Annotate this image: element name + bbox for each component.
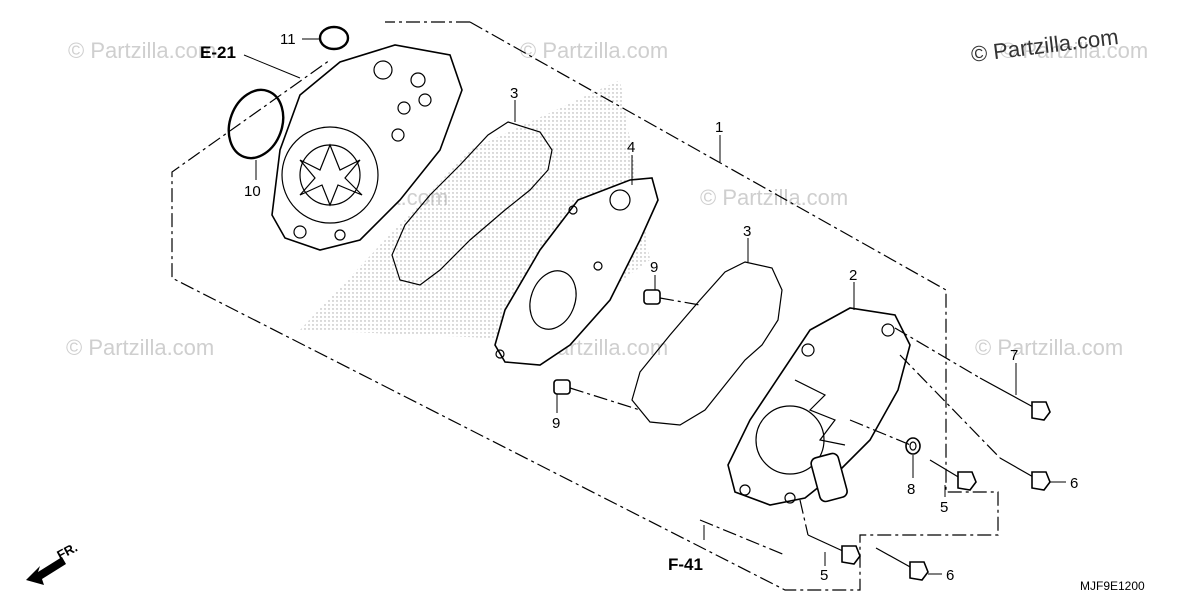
alignment-line <box>569 387 641 411</box>
gasket-3-lower <box>631 261 783 426</box>
front-arrow-icon: FR. <box>26 540 80 585</box>
callout-6-upper: 6 <box>1070 475 1078 492</box>
callout-10: 10 <box>244 183 261 200</box>
water-pump-housing <box>271 44 463 251</box>
gasket-3-upper <box>391 121 553 286</box>
bolt-6-upper <box>999 457 1051 491</box>
dowel-pin-9-lower <box>553 379 571 395</box>
dowel-pin-9-upper <box>643 289 661 305</box>
watermark: © Partzilla.com <box>68 38 216 63</box>
callout-11: 11 <box>280 31 296 48</box>
callout-7: 7 <box>1010 347 1018 364</box>
callout-5-upper: 5 <box>940 499 948 516</box>
bolt-5-lower <box>807 534 861 565</box>
watermark: © Partzilla.com <box>700 185 848 210</box>
callout-2: 2 <box>849 267 857 284</box>
leader-line <box>243 54 301 79</box>
reference-f41: F-41 <box>668 555 703 574</box>
callout-3-upper: 3 <box>510 85 518 102</box>
alignment-line <box>849 419 914 447</box>
alignment-line <box>699 519 786 556</box>
callout-8: 8 <box>907 481 915 498</box>
callout-9-lower: 9 <box>552 415 560 432</box>
pump-cover-2 <box>727 307 911 506</box>
diagram-code: MJF9E1200 <box>1080 579 1145 593</box>
assembly-outline <box>171 21 999 591</box>
alignment-line <box>659 297 701 306</box>
callout-4: 4 <box>627 139 635 156</box>
callout-5-lower: 5 <box>820 567 828 584</box>
reference-e21: E-21 <box>200 43 236 62</box>
o-ring-11 <box>318 25 350 51</box>
alignment-line <box>894 327 981 379</box>
watermark: © Partzilla.com <box>520 38 668 63</box>
callout-9-upper: 9 <box>650 259 658 276</box>
watermark: © Partzilla.com <box>1000 38 1148 63</box>
watermark: © Partzilla.com <box>66 335 214 360</box>
alignment-line <box>899 354 1001 459</box>
bolt-5-upper <box>929 459 977 491</box>
bolt-6-lower <box>875 547 929 581</box>
o-ring-10 <box>227 88 285 160</box>
callout-1: 1 <box>715 119 723 136</box>
callout-6-lower: 6 <box>946 567 954 584</box>
bolt-7 <box>979 377 1051 421</box>
alignment-line <box>799 499 809 536</box>
plate-4 <box>494 177 659 366</box>
callout-3-lower: 3 <box>743 223 751 240</box>
watermark: © Partzilla.com <box>975 335 1123 360</box>
front-marker-label: FR. <box>54 540 80 563</box>
